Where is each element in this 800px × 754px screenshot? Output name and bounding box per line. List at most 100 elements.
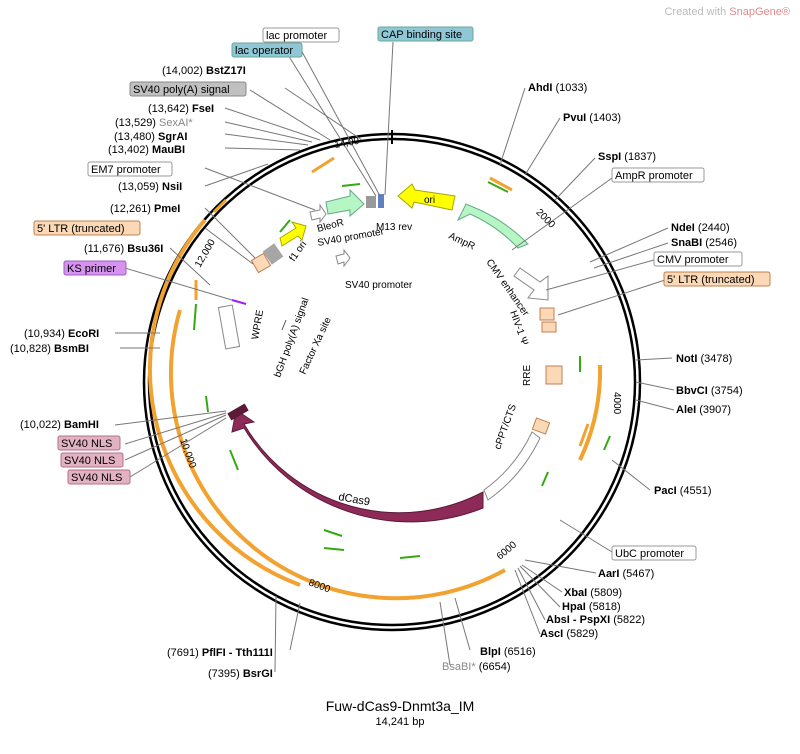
factorxa-mark [281,319,287,331]
boxed-ks-primer-text: KS primer [67,263,116,275]
enzyme-bamhi: (10,022) BamHI [20,419,99,431]
ampr-arrow [456,203,529,249]
dcas9-arrow [231,409,484,523]
enzyme-paci: PacI (4551) [654,485,712,497]
orf-arc-bottom [168,309,506,601]
sv40-promoter-arrow [309,203,327,224]
feature-m13rev: M13 rev [376,222,412,233]
enzyme-fsei: (13,642) FseI [148,103,214,115]
enzyme-pvui: PvuI (1403) [563,112,621,124]
boxed-sv40-nls-1-text: SV40 NLS [61,438,112,450]
f1ori-arrow [279,221,307,247]
leader-lines [114,41,675,673]
enzyme-pflfi-tth111i: (7691) PflFI - Tth111I [167,647,273,659]
boxed-cap-binding [377,26,474,42]
boxed-lac-promoter [262,27,340,43]
enzyme-sgrai: (13,480) SgrAI [114,131,187,143]
ori-arrow [397,183,456,211]
boxed-cap-binding-text: CAP binding site [381,29,462,41]
boxed-em7 [87,161,173,177]
enzymes-left: (14,002) BstZ17I (13,642) FseI (13,529) … [10,65,246,431]
boxed-ampr-promoter-text: AmpR promoter [615,170,693,182]
boxed-cmv-promoter [653,251,743,267]
tick-14000: 14,00 [334,136,361,151]
tick-12000: 12,000 [193,237,218,269]
boxed-ubc-promoter [611,545,697,561]
enzyme-blpi: BlpI (6516) [480,646,536,658]
boxed-lac-promoter-text: lac promoter [266,30,327,42]
tick-10000: 10,000 [177,437,198,470]
grey-box-left [262,243,284,265]
boxed-ltr-right-text: 5' LTR (truncated) [667,274,754,286]
boxed-cmv-promoter-text: CMV promoter [657,254,729,266]
boxed-ltr-right [663,271,771,287]
plasmid-name: Fuw-dCas9-Dnmt3a_IM [325,698,475,714]
boxed-sv40-nls-3 [67,469,131,485]
watermark-brand: SnapGene® [729,6,790,18]
boxed-sv40-nls-3-text: SV40 NLS [71,472,122,484]
boxed-ltr-left [33,220,141,236]
enzyme-alei: AleI (3907) [676,404,731,416]
enzymes-right: AhdI (1033) PvuI (1403) SspI (1837) NdeI… [528,82,743,640]
boxed-sv40-polya-text: SV40 poly(A) signal [133,84,230,96]
cmv-enhancer-arrow [513,267,549,301]
boxed-lac-operator-text: lac operator [235,45,293,57]
snapgene-watermark: Created with SnapGene® [664,6,790,18]
feature-rre: RRE [522,365,533,386]
boxed-sv40-polya [129,81,247,97]
enzyme-maubi: (13,402) MauBI [108,144,185,156]
enzyme-hpai: HpaI (5818) [562,601,621,613]
feature-cppt: cPPT/CTS [492,403,519,451]
orf-small-arrows [194,156,590,447]
wpre-box [217,304,241,350]
enzyme-bsu36i: (11,676) Bsu36I [84,243,163,255]
boxed-lac-operator [231,42,303,58]
enzymes-bottom: (7691) PflFI - Tth111I (7395) BsrGI BlpI… [167,646,536,680]
feature-wpre: WPRE [250,309,266,341]
boxed-em7-text: EM7 promoter [91,164,161,176]
feature-f1ori: f1 ori [287,239,309,264]
enzyme-snabi: SnaBI (2546) [671,237,737,249]
boxed-sv40-nls-2 [60,452,124,468]
boxed-ks-primer [63,260,127,276]
enzyme-sspi: SspI (1837) [598,151,656,163]
enzyme-sexai: (13,529) SexAI* [115,117,193,129]
boxed-sv40-nls-2-text: SV40 NLS [64,455,115,467]
orf-arc-left [147,218,301,587]
enzyme-xbai: XbaI (5809) [564,587,622,599]
ltr-box-left [250,252,272,274]
enzyme-ahdi: AhdI (1033) [528,82,587,94]
orf-arc-right [578,364,603,461]
bleor-arrow [325,188,365,218]
feature-ori: ori [424,195,435,206]
enzyme-noti: NotI (3478) [676,353,732,365]
watermark-prefix: Created with [664,6,730,18]
primer-arrows [193,181,611,559]
feature-cmv-enhancer: CMV enhancer [484,257,532,318]
enzyme-bsrgi: (7395) BsrGI [208,668,273,680]
rre-box [545,365,563,385]
tick-8000: 8000 [307,577,332,595]
feature-ampr: AmpR [447,231,477,253]
enzyme-absi-pspxi: AbsI - PspXI (5822) [546,614,645,626]
sv40-promoter-arrow-2 [335,248,351,268]
tick-6000: 6000 [495,539,519,562]
feature-factorxa: Factor Xa site [298,315,334,376]
tick-2000: 2000 [533,207,557,231]
ks-primer-mark [231,299,247,305]
enzyme-pmei: (12,261) PmeI [110,203,180,215]
enzyme-ecori: (10,934) EcoRI [24,328,99,340]
boxed-ubc-promoter-text: UbC promoter [615,548,684,560]
enzyme-bstz17i: (14,002) BstZ17I [162,65,246,77]
enzyme-bsabi: BsaBI* (6654) [442,661,511,673]
tick-4000: 4000 [611,392,622,415]
enzyme-aari: AarI (5467) [598,568,654,580]
enzyme-ndei: NdeI (2440) [671,222,730,234]
feature-dcas9: dCas9 [337,491,370,508]
boxed-ltr-left-text: 5' LTR (truncated) [37,223,124,235]
ltr-box-right-2 [541,321,557,333]
plasmid-length: 14,241 bp [375,716,425,728]
enzyme-nsii: (13,059) NsiI [118,181,182,193]
em7-box [366,196,376,208]
